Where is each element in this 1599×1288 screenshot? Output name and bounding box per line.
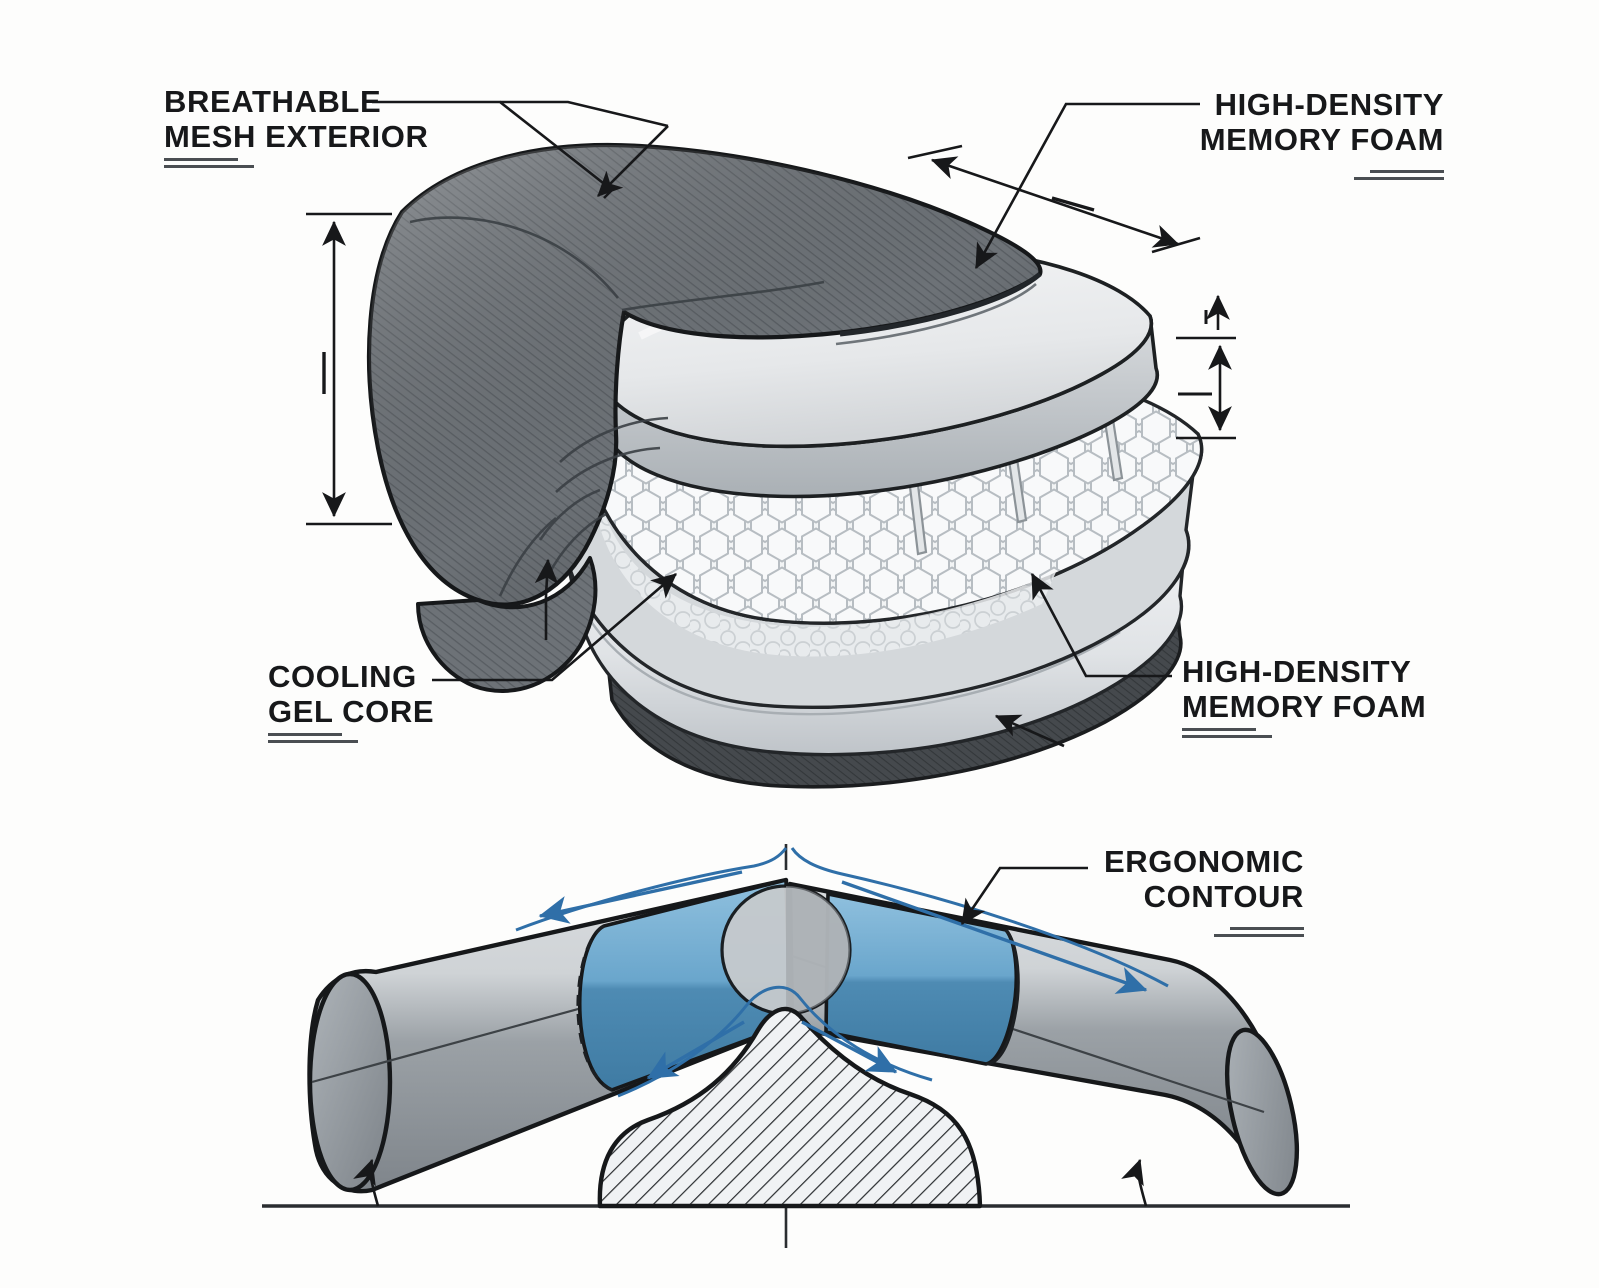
callout-line-1: ERGONOMIC — [1104, 844, 1305, 879]
ground-angle-marks — [353, 1158, 1148, 1207]
center-knuckle-sphere — [720, 884, 852, 1016]
callout-high-density-memory-foam-top: HIGH-DENSITY MEMORY FOAM — [1199, 87, 1444, 181]
callout-ergonomic-contour: ERGONOMIC CONTOUR — [1104, 844, 1305, 938]
callout-line-1: HIGH-DENSITY — [1214, 87, 1444, 122]
callout-rule-marks — [1104, 923, 1305, 938]
callout-line-2: MEMORY FOAM — [1182, 688, 1427, 724]
callout-rule-marks — [1200, 166, 1444, 181]
dimension-width-overall — [907, 144, 1201, 254]
leader-breathable-mesh-exterior — [372, 100, 669, 199]
callout-line-2: MESH EXTERIOR — [164, 118, 429, 154]
dimension-height-overall — [306, 212, 392, 526]
exploded-pillow-assembly — [306, 100, 1236, 789]
callout-line-2: MEMORY FOAM — [1199, 121, 1444, 157]
callout-line-1: HIGH-DENSITY — [1182, 654, 1412, 689]
center-hatched-core — [597, 1006, 983, 1209]
leader-high-density-memory-foam-top — [974, 102, 1200, 270]
callout-high-density-memory-foam-bottom: HIGH-DENSITY MEMORY FOAM — [1182, 654, 1427, 739]
callout-cooling-gel-core: COOLING GEL CORE — [268, 659, 435, 744]
callout-rule-marks — [1182, 728, 1426, 739]
callout-breathable-mesh-exterior: BREATHABLE MESH EXTERIOR — [164, 84, 429, 169]
right-gel-segment — [824, 892, 1020, 1066]
ergonomic-contour-cross-section — [262, 844, 1350, 1248]
dimension-layer-thickness — [1176, 294, 1236, 440]
callout-rule-marks — [268, 733, 434, 744]
leader-cooling-gel-core — [432, 558, 677, 682]
callout-rule-marks — [164, 158, 428, 169]
leader-ergonomic-contour — [960, 866, 1088, 925]
callout-line-1: COOLING — [268, 659, 417, 694]
callout-line-1: BREATHABLE — [164, 84, 382, 119]
callout-line-2: CONTOUR — [1143, 878, 1305, 914]
mesh-cover — [366, 142, 1043, 693]
callout-line-2: GEL CORE — [268, 693, 435, 729]
leader-high-density-memory-foam-bottom — [994, 572, 1172, 748]
contour-flow-arrows — [538, 870, 1148, 1080]
